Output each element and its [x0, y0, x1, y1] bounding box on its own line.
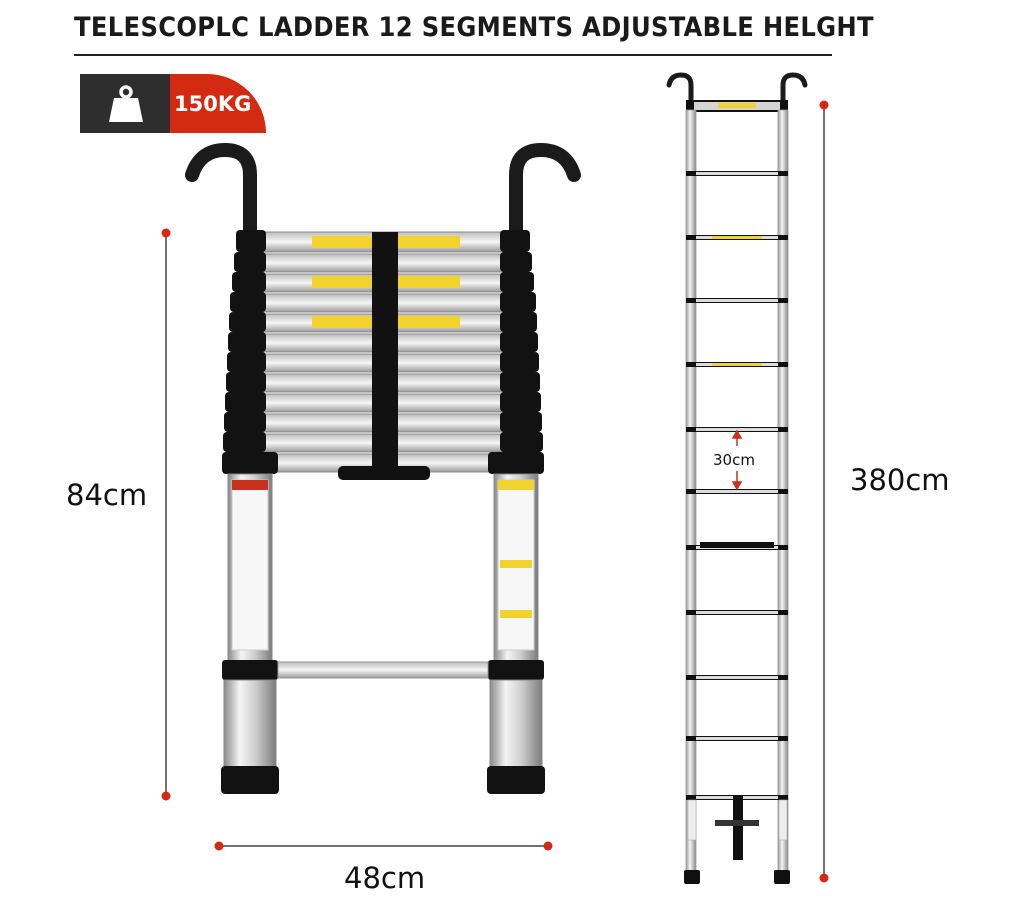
left-hook [666, 72, 694, 108]
left-rail [685, 109, 697, 881]
right-end-caps [488, 230, 544, 474]
rung-tread [696, 299, 778, 302]
rung-tread [696, 676, 778, 679]
bottom-rung [277, 661, 489, 679]
right-hook [509, 142, 581, 237]
load-capacity-badge: 150KG [80, 74, 266, 133]
retaining-strap [372, 232, 398, 468]
width-label: 48cm [344, 861, 426, 895]
rung-sticker [712, 236, 762, 239]
rung-tread [696, 611, 778, 614]
right-hook [780, 72, 808, 108]
right-foot [774, 870, 790, 884]
rung-sticker [712, 363, 762, 366]
safety-sticker [231, 479, 269, 651]
rung-tread [696, 490, 778, 493]
rung-tread [696, 737, 778, 740]
rung-spacing-label: 30cm [713, 451, 755, 469]
title-underline [74, 54, 832, 56]
rung-spacing-arrow [731, 429, 743, 491]
weight-icon [109, 85, 143, 122]
folded-height-label: 84cm [66, 478, 148, 512]
left-hook [185, 142, 257, 237]
right-rail [777, 109, 789, 881]
product-title: TELESCOPLC LADDER 12 SEGMENTS ADJUSTABLE… [74, 12, 874, 43]
rung-tread [696, 172, 778, 175]
left-foot [221, 766, 279, 794]
load-capacity-label: 150KG [174, 92, 252, 116]
left-foot [684, 870, 700, 884]
extended-height-label: 380cm [850, 463, 950, 497]
left-end-caps [222, 230, 278, 474]
strap-handle [338, 466, 430, 480]
right-foot [487, 766, 545, 794]
